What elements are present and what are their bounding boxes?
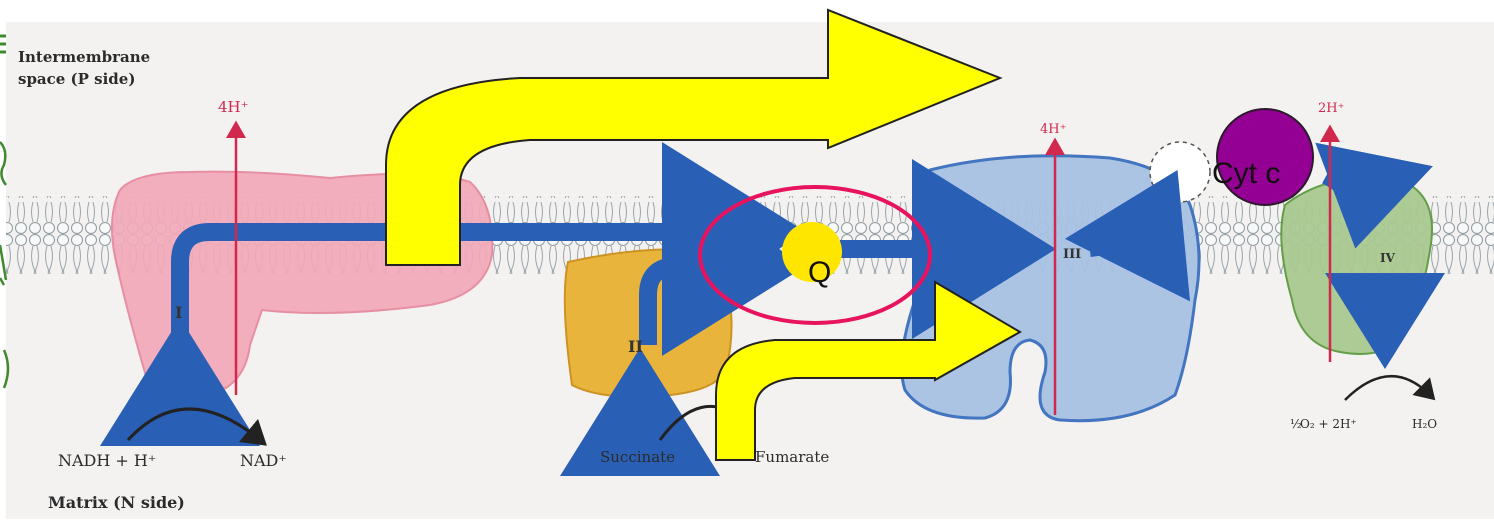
complex-I-label: I [175,303,182,322]
complex-III-label: III [1063,247,1081,262]
p-side-label-line2: space (P side) [18,70,135,88]
complex-IV-label: IV [1380,251,1396,265]
nad-label: NAD⁺ [240,451,287,470]
fumarate-label: Fumarate [755,448,829,466]
cytochrome-c-label: Cyt c [1212,157,1280,190]
proton-label-III: 4H⁺ [1040,122,1066,137]
h2o-label: H₂O [1412,417,1437,431]
succinate-label: Succinate [600,448,675,466]
complex-II-label: II [628,337,643,356]
quinone-label: Q [808,256,831,289]
p-side-label-line1: Intermembrane [18,48,150,66]
proton-label-IV: 2H⁺ [1318,101,1344,116]
nadh-label: NADH + H⁺ [58,451,156,470]
n-side-label: Matrix (N side) [48,493,185,512]
proton-label-I: 4H⁺ [218,98,249,116]
o2-label: O₂ + 2H⁺ [1300,417,1357,431]
